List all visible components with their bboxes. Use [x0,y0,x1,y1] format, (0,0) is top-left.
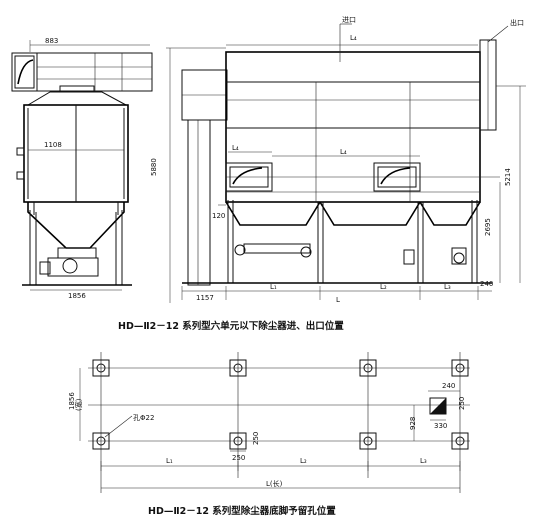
foundation-plan: 240 250 330 928 孔Φ22 1856 (宽) 250 250 L₁… [68,352,470,493]
dim-240-bottom: 240 [442,382,455,390]
dim-l1-bottom: L₁ [166,457,173,465]
dim-l3-top: L₃ [444,283,451,291]
dim-883: 883 [45,37,58,45]
dim-5880: 5880 [150,158,158,176]
dim-l3-bottom: L₃ [420,457,427,465]
hole-label: 孔Φ22 [133,414,154,422]
pad-row-top [92,359,469,377]
dim-5214: 5214 [504,168,512,186]
caption-bottom: HD—Ⅱ2－12 系列型除尘器底脚予留孔位置 [148,505,336,517]
dim-1157: 1157 [196,294,214,302]
pad-row-bottom [92,432,469,450]
dim-1856-side: 1856 [68,292,86,300]
dim-2695: 2695 [484,218,492,236]
dim-330: 330 [434,422,447,430]
dim-1108: 1108 [44,141,62,149]
dim-l2-bottom: L₂ [300,457,307,465]
dim-928: 928 [409,417,417,430]
dim-l4-a: L₄ [232,144,239,152]
dim-250: 250 [232,454,245,462]
dim-250-right: 250 [458,397,466,410]
caption-top: HD—Ⅱ2－12 系列型六单元以下除尘器进、出口位置 [118,320,344,332]
dim-l-top: L [336,296,340,304]
front-view: 5880 L₄ 进口 出口 L₄ L₄ [150,16,526,304]
inlet-label: 进口 [342,16,356,24]
dim-l4-top: L₄ [350,34,357,42]
dim-l-long: L(长) [266,479,283,488]
side-view: 883 1108 1856 [11,37,153,300]
dim-l2-top: L₂ [380,283,387,291]
dim-250-vertical: 250 [252,432,260,445]
dim-l1-top: L₁ [270,283,277,291]
dim-120: 120 [212,212,225,220]
outlet-label: 出口 [510,18,524,27]
dim-240-top: 240 [480,280,493,288]
dim-1856-bottom: 1856 [68,392,76,410]
dim-l4-b: L₄ [340,148,347,156]
dim-width-label: (宽) [74,398,83,411]
